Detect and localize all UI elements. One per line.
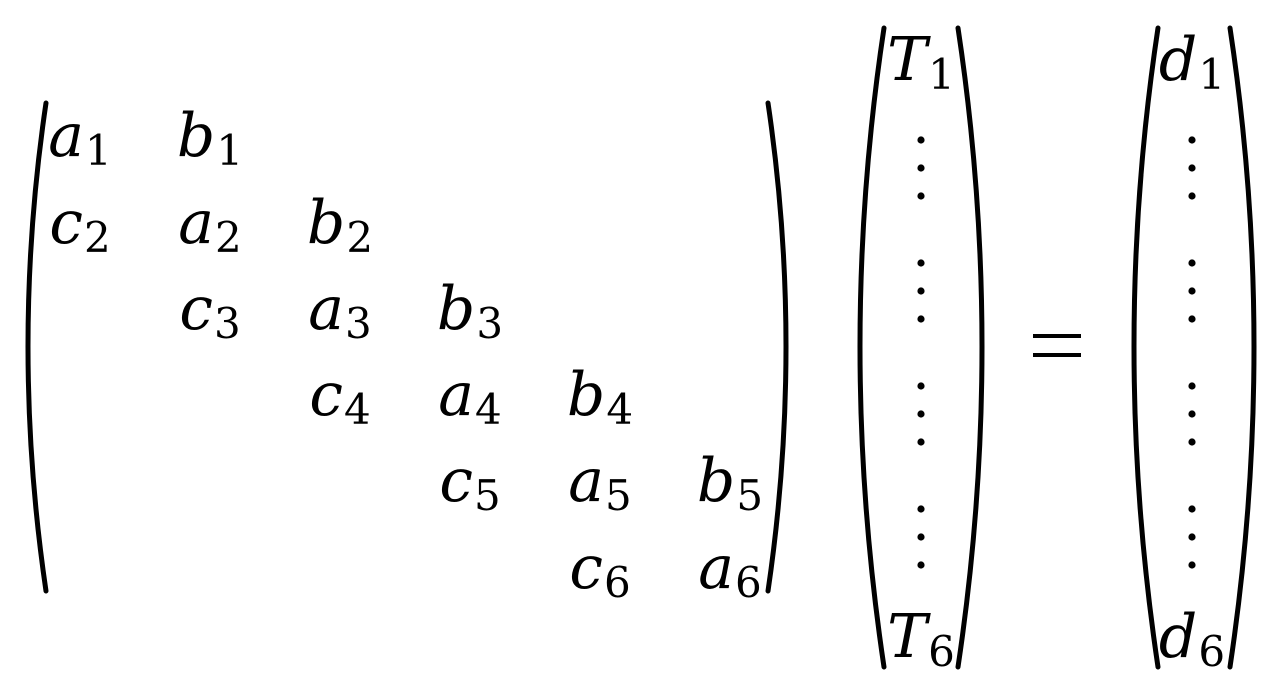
matrix-entry-a5-subscript: 5 — [605, 471, 632, 520]
matrix-entry-a2-subscript: 2 — [215, 213, 242, 262]
matrix-entry-c5-subscript: 5 — [474, 471, 501, 520]
matrix-entry-c5-symbol: c — [439, 446, 473, 516]
t-vector-last-entry: T6 — [887, 602, 955, 676]
t-vector-first-entry: T1 — [887, 25, 955, 99]
matrix-entry-c2: c2 — [49, 188, 110, 262]
matrix-entry-a4: a4 — [438, 360, 502, 434]
t-vector-vdots-2 — [917, 259, 925, 323]
matrix-entry-b1: b1 — [177, 101, 243, 175]
matrix-entry-b1-subscript: 1 — [216, 126, 243, 175]
matrix-entry-a3-subscript: 3 — [345, 299, 372, 348]
matrix-entry-a1: a1 — [48, 101, 112, 175]
matrix-entry-c4-symbol: c — [309, 360, 343, 430]
matrix-entry-b4-subscript: 4 — [606, 385, 633, 434]
matrix-entry-b2: b2 — [307, 188, 373, 262]
matrix-entry-c5: c5 — [439, 446, 500, 520]
matrix-entry-b3: b3 — [437, 274, 503, 348]
t-vector-left-paren — [857, 25, 887, 670]
matrix-entry-a1-symbol: a — [48, 101, 84, 171]
d-vector-vdots-3 — [1188, 382, 1196, 446]
matrix-left-paren — [25, 100, 49, 594]
d-vector-vdots-1 — [1188, 136, 1196, 200]
t-vector-vdots-1 — [917, 136, 925, 200]
d-vector-last-entry-symbol: d — [1159, 602, 1197, 672]
matrix-entry-a3-symbol: a — [308, 274, 344, 344]
d-vector-right-paren — [1227, 25, 1257, 670]
matrix-entry-b3-subscript: 3 — [476, 299, 503, 348]
matrix-entry-a4-symbol: a — [438, 360, 474, 430]
matrix-entry-c3: c3 — [179, 274, 240, 348]
matrix-entry-c6-symbol: c — [569, 533, 603, 603]
matrix-entry-a3: a3 — [308, 274, 372, 348]
t-vector-last-entry-subscript: 6 — [928, 627, 955, 676]
t-vector-vdots-4 — [917, 505, 925, 569]
t-vector-first-entry-symbol: T — [887, 25, 931, 95]
equals-sign — [1033, 334, 1081, 357]
matrix-entry-b3-symbol: b — [437, 274, 475, 344]
matrix-entry-c4: c4 — [309, 360, 370, 434]
matrix-entry-a1-subscript: 1 — [85, 126, 112, 175]
matrix-entry-b2-subscript: 2 — [346, 213, 373, 262]
t-vector-vdots-3 — [917, 382, 925, 446]
matrix-entry-b2-symbol: b — [307, 188, 345, 258]
matrix-entry-c2-subscript: 2 — [84, 213, 111, 262]
matrix-entry-a4-subscript: 4 — [475, 385, 502, 434]
matrix-entry-c6: c6 — [569, 533, 630, 607]
matrix-entry-c6-subscript: 6 — [604, 558, 631, 607]
matrix-entry-b4-symbol: b — [567, 360, 605, 430]
matrix-entry-a2: a2 — [178, 188, 242, 262]
d-vector-last-entry: d6 — [1159, 602, 1225, 676]
t-vector-first-entry-subscript: 1 — [928, 50, 955, 99]
d-vector-vdots-2 — [1188, 259, 1196, 323]
matrix-entry-c3-symbol: c — [179, 274, 213, 344]
d-vector-first-entry-subscript: 1 — [1198, 50, 1225, 99]
d-vector-vdots-4 — [1188, 505, 1196, 569]
matrix-entry-a2-symbol: a — [178, 188, 214, 258]
matrix-entry-c4-subscript: 4 — [344, 385, 371, 434]
t-vector-last-entry-symbol: T — [887, 602, 931, 672]
matrix-entry-a6-symbol: a — [698, 533, 734, 603]
t-vector-right-paren — [955, 25, 985, 670]
matrix-entry-a6: a6 — [698, 533, 762, 607]
matrix-entry-a5-symbol: a — [568, 446, 604, 516]
matrix-entry-b5: b5 — [697, 446, 763, 520]
matrix-entry-b1-symbol: b — [177, 101, 215, 171]
matrix-entry-c2-symbol: c — [49, 188, 83, 258]
d-vector-left-paren — [1131, 25, 1161, 670]
d-vector-last-entry-subscript: 6 — [1198, 627, 1225, 676]
matrix-entry-b4: b4 — [567, 360, 633, 434]
matrix-right-paren — [765, 100, 789, 594]
matrix-entry-a5: a5 — [568, 446, 632, 520]
d-vector-first-entry: d1 — [1159, 25, 1225, 99]
matrix-entry-a6-subscript: 6 — [735, 558, 762, 607]
matrix-entry-c3-subscript: 3 — [214, 299, 241, 348]
matrix-entry-b5-subscript: 5 — [736, 471, 763, 520]
matrix-entry-b5-symbol: b — [697, 446, 735, 516]
d-vector-first-entry-symbol: d — [1159, 25, 1197, 95]
